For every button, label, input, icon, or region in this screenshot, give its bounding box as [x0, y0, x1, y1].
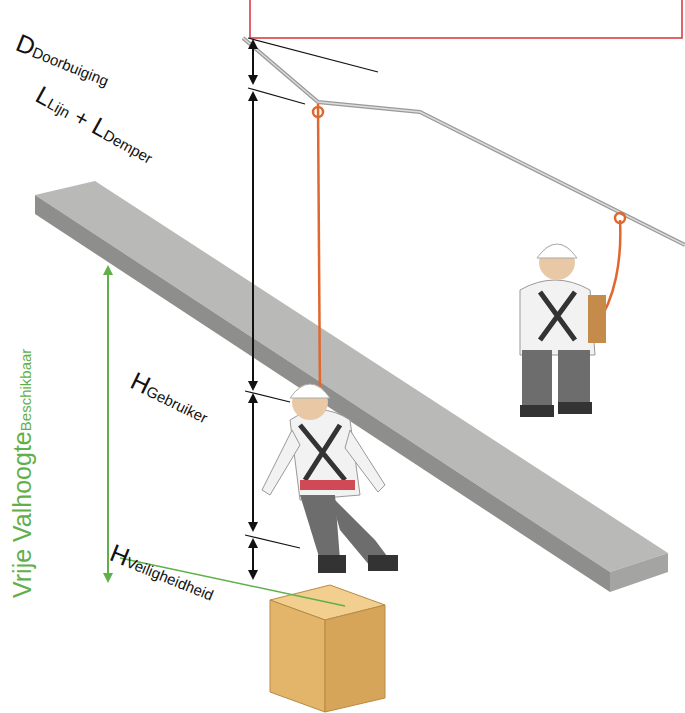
subscript-label: Doorbuiging: [30, 43, 111, 89]
symbol-label: +: [70, 104, 93, 132]
symbol-label: Vrije Valhoogte: [8, 431, 36, 598]
subscript-label: Veiligheidheid: [124, 553, 216, 603]
subscript-label: Beschikbaar: [17, 349, 34, 432]
subscript-label: Demper: [101, 126, 156, 167]
subscript-label: Gebruiker: [144, 382, 211, 426]
user-height-label: HGebruiker: [127, 368, 213, 427]
deflection-label: DDoorbuiging: [13, 30, 114, 90]
safety-height-label: HVeiligheidheid: [107, 540, 219, 605]
clearance-label: Vrije ValhoogteBeschikbaar: [10, 349, 35, 598]
line-length-label: LLijn+LDemper: [32, 82, 159, 168]
